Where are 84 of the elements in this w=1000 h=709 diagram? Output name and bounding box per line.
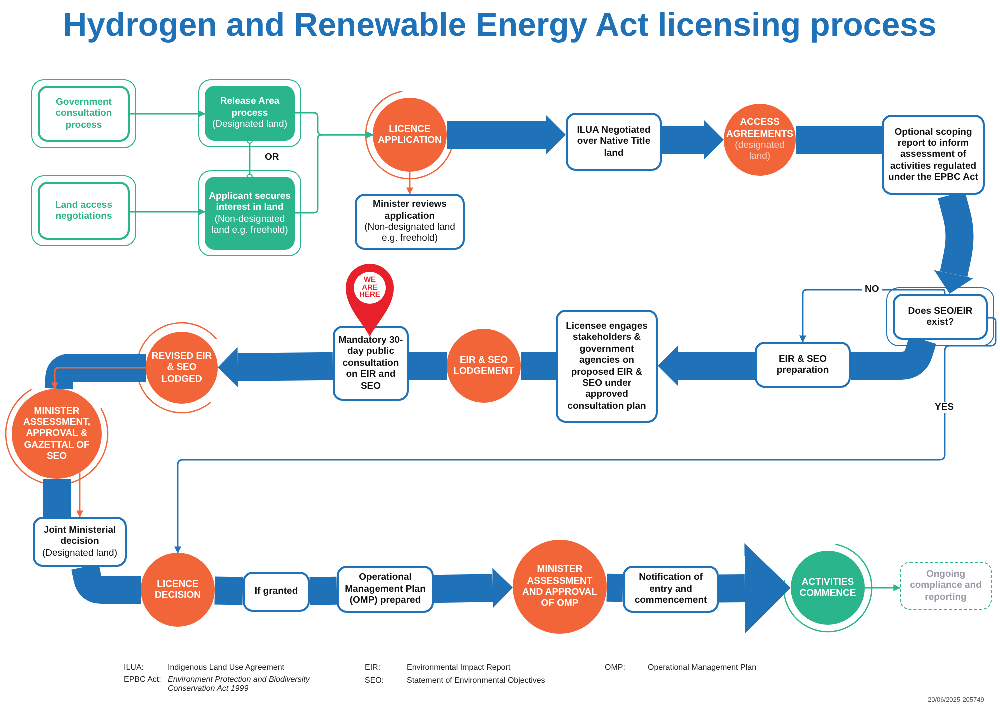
process-box	[33, 517, 127, 567]
process-box	[337, 566, 434, 613]
milestone-circle	[791, 551, 865, 625]
process-box	[355, 194, 465, 250]
milestone-circle	[146, 332, 218, 404]
node-text: Ongoing compliance and reporting	[909, 568, 983, 604]
abbreviation-text: EIR:	[365, 663, 381, 672]
node-subtext: (designated land)	[734, 140, 786, 163]
node-text: Applicant secures interest in land	[208, 190, 292, 214]
flow-band	[310, 576, 338, 606]
node-text: REVISED EIR & SEO LODGED	[150, 350, 214, 386]
flow-band	[72, 564, 141, 604]
process-box	[333, 326, 409, 401]
node-text: Licensee engages stakeholders & government agencies on proposed EIR & SEO under approved consultation plan	[565, 320, 649, 412]
edge-label: NO	[862, 284, 882, 295]
flow-band	[214, 576, 244, 606]
node-subtext: (Non-designated land e.g. freehold)	[210, 214, 290, 236]
node-subtext: (Designated land)	[42, 548, 118, 560]
abbreviation-text: Environmental Impact Report	[407, 663, 511, 672]
node-text: ILUA Negotiated over Native Title land	[576, 124, 652, 160]
node-text: ACTIVITIES COMMENCE	[798, 576, 858, 600]
flow-band	[718, 544, 791, 634]
abbreviation-text: Operational Management Plan	[648, 663, 757, 672]
arrow	[865, 584, 901, 592]
flow-band	[796, 126, 882, 154]
flow-band	[434, 568, 513, 608]
flow-band	[521, 352, 556, 380]
process-box	[38, 182, 130, 240]
node-text: MINISTER ASSESSMENT, APPROVAL & GAZETTAL OF SEO	[22, 406, 92, 462]
node-subtext: (Designated land)	[212, 119, 288, 131]
arrow	[130, 208, 206, 216]
arrow	[76, 472, 84, 518]
node-text: Notification of entry and commencement	[634, 572, 708, 607]
arrow	[406, 172, 414, 195]
abbreviation-text: Statement of Environmental Objectives	[407, 676, 546, 685]
node-text: Release Area process	[219, 96, 281, 120]
node-text: Optional scoping report to inform assessment of activities regulated under the EPBC Act	[888, 126, 980, 184]
arrow	[800, 289, 946, 343]
abbreviation-text: Environment Protection and Biodiversity Conservation Act 1999	[168, 675, 312, 693]
arrow	[130, 110, 206, 118]
abbreviation-text: ILUA:	[124, 663, 144, 672]
flow-band	[662, 120, 724, 160]
arrow	[52, 367, 146, 390]
arrow	[295, 132, 374, 214]
future-step-box	[900, 562, 992, 610]
node-text: LICENCE APPLICATION	[377, 124, 443, 146]
node-text: Joint Ministerial decision	[42, 524, 118, 548]
abbreviation-text: OMP:	[605, 663, 626, 672]
node-text: Minister reviews application	[372, 199, 448, 222]
process-box	[882, 115, 985, 195]
process-box	[566, 113, 662, 171]
location-pin	[344, 262, 396, 338]
process-box	[755, 342, 851, 388]
node-text: EIR & SEO LODGEMENT	[452, 354, 516, 378]
process-box	[205, 177, 295, 250]
milestone-circle	[373, 98, 447, 172]
process-box	[243, 572, 310, 612]
arrow	[174, 317, 997, 554]
node-text: EIR & SEO preparation	[776, 354, 830, 376]
process-box	[38, 86, 130, 142]
abbreviation-text: SEO:	[365, 676, 384, 685]
process-box	[205, 86, 295, 141]
node-text: Land access negotiations	[54, 200, 114, 222]
node-text: Government consultation process	[54, 96, 114, 132]
node-text: LICENCE DECISION	[154, 578, 202, 602]
flow-band	[606, 574, 624, 602]
flow-band	[45, 354, 146, 392]
milestone-circle	[12, 389, 102, 479]
node-subtext: (Non-designated land e.g. freehold)	[364, 222, 456, 245]
flow-band	[409, 352, 447, 380]
node-text: Operational Management Plan (OMP) prepared	[344, 572, 427, 607]
node-text: Mandatory 30-day public consultation on EIR and SEO	[338, 335, 404, 392]
abbreviation-text: Indigenous Land Use Agreement	[168, 663, 285, 672]
flow-band	[218, 347, 334, 388]
node-text: If granted	[254, 586, 298, 598]
process-box	[556, 310, 658, 423]
abbreviation-text: EPBC Act:	[124, 675, 162, 684]
node-text: MINISTER ASSESSMENT AND APPROVAL OF OMP	[522, 564, 598, 610]
process-box	[623, 566, 719, 613]
process-box	[893, 294, 988, 340]
node-text: ACCESS AGREEMENTS	[726, 117, 794, 140]
node-text: Does SEO/EIR exist?	[907, 306, 974, 328]
diagram-title: Hydrogen and Renewable Energy Act licensing process	[62, 6, 938, 44]
flow-band	[658, 346, 755, 386]
